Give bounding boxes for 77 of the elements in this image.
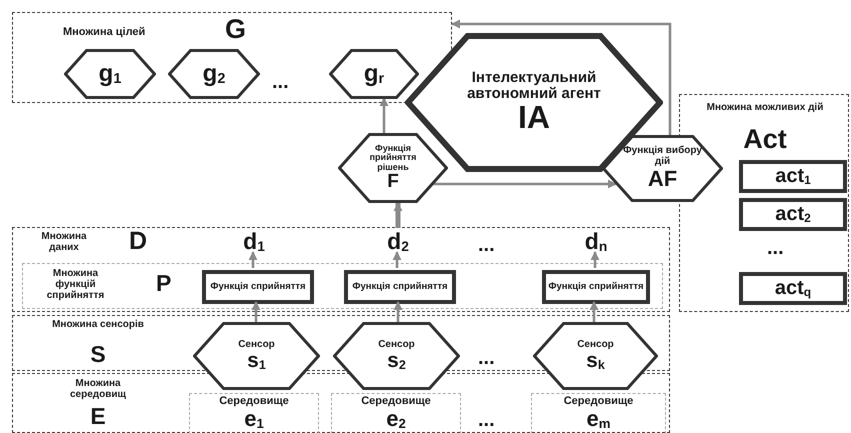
function-box: [344, 270, 456, 304]
ellipsis-label: ...: [767, 238, 784, 258]
goal-symbol: g$_{2}$: [202, 60, 226, 88]
node-label: Сенсор: [378, 340, 415, 350]
function-box: [542, 270, 650, 304]
set-symbol: D: [129, 228, 148, 256]
ellipsis-label: ...: [272, 72, 289, 92]
set-label: Множина функцій сприйняття: [46, 268, 106, 301]
set-symbol: P: [156, 271, 172, 296]
set-label: Множина сенсорів: [51, 319, 145, 330]
set-label: Множина цілей: [63, 26, 146, 38]
node-symbol: IA: [517, 101, 551, 136]
environment-box: [531, 393, 666, 433]
function-box: [202, 270, 314, 304]
function-label: Функція сприйняття: [548, 282, 644, 292]
set-panel: [12, 12, 452, 103]
node-symbol: e$_{1}$: [244, 407, 264, 432]
set-label: Множина даних: [40, 231, 88, 253]
node-symbol: s$_{2}$: [387, 350, 406, 372]
action-symbol: act$_{1}$: [775, 166, 811, 187]
node-label: Функція прийняття рішень: [368, 144, 418, 172]
node-label: Сенсор: [238, 340, 275, 350]
hexagon-node: [168, 49, 260, 99]
node-symbol: e$_{2}$: [386, 407, 406, 432]
set-symbol: G: [225, 15, 248, 45]
set-label: Множина можливих дій: [706, 102, 824, 113]
action-symbol: act$_{2}$: [775, 204, 811, 225]
arrow: [590, 301, 598, 322]
arrow: [590, 251, 600, 268]
node-label: Середовище: [564, 396, 634, 408]
action-box: [739, 160, 847, 193]
node-symbol: e$_{m}$: [586, 407, 610, 432]
hexagon-node: [64, 49, 156, 99]
set-symbol: S: [89, 342, 107, 368]
hexagon-node: [329, 49, 419, 99]
goal-symbol: g$_{1}$: [98, 60, 122, 88]
hexagon-node: [602, 135, 723, 202]
arrow: [394, 301, 402, 322]
arrow: [394, 202, 402, 228]
arrow: [392, 251, 402, 268]
arrow: [252, 301, 260, 322]
node-symbol: F: [387, 172, 399, 192]
ellipsis-label: ...: [478, 235, 495, 255]
node-symbol: AF: [646, 167, 678, 191]
data-symbol: d$_{n}$: [573, 229, 619, 253]
set-panel: [12, 227, 670, 312]
goal-symbol: g$_{r}$: [364, 60, 384, 88]
action-box: [739, 198, 847, 231]
set-panel: [22, 263, 663, 309]
arrow: [451, 20, 672, 135]
environment-box: [189, 393, 319, 433]
node-label: Середовище: [361, 396, 431, 408]
arrow: [380, 97, 388, 133]
data-symbol: d$_{1}$: [231, 229, 277, 253]
set-symbol: E: [89, 404, 107, 430]
action-box: [739, 272, 847, 305]
function-label: Функція сприйняття: [352, 282, 448, 292]
function-label: Функція сприйняття: [210, 282, 306, 292]
hexagon-node: [333, 322, 460, 390]
node-label: Сенсор: [577, 340, 614, 350]
node-symbol: s$_{k}$: [586, 350, 605, 372]
environment-box: [331, 393, 461, 433]
arrow: [434, 180, 617, 188]
arrow: [248, 251, 258, 268]
node-label: Інтелектуальний автономний агент: [466, 70, 602, 102]
hexagon-node: [338, 133, 448, 203]
hexagon-node: [193, 322, 320, 390]
set-panel: [12, 373, 670, 433]
ellipsis-label: ...: [478, 348, 495, 368]
node-label: Функція вибору дій: [622, 146, 702, 168]
data-symbol: d$_{2}$: [375, 229, 421, 253]
node-label: Середовище: [219, 396, 289, 408]
set-label: Множина середовищ: [69, 378, 127, 400]
ellipsis-label: ...: [478, 410, 495, 430]
action-symbol: act$_{q}$: [774, 278, 812, 299]
node-symbol: s$_{1}$: [247, 350, 266, 372]
hexagon-node: [533, 322, 658, 390]
